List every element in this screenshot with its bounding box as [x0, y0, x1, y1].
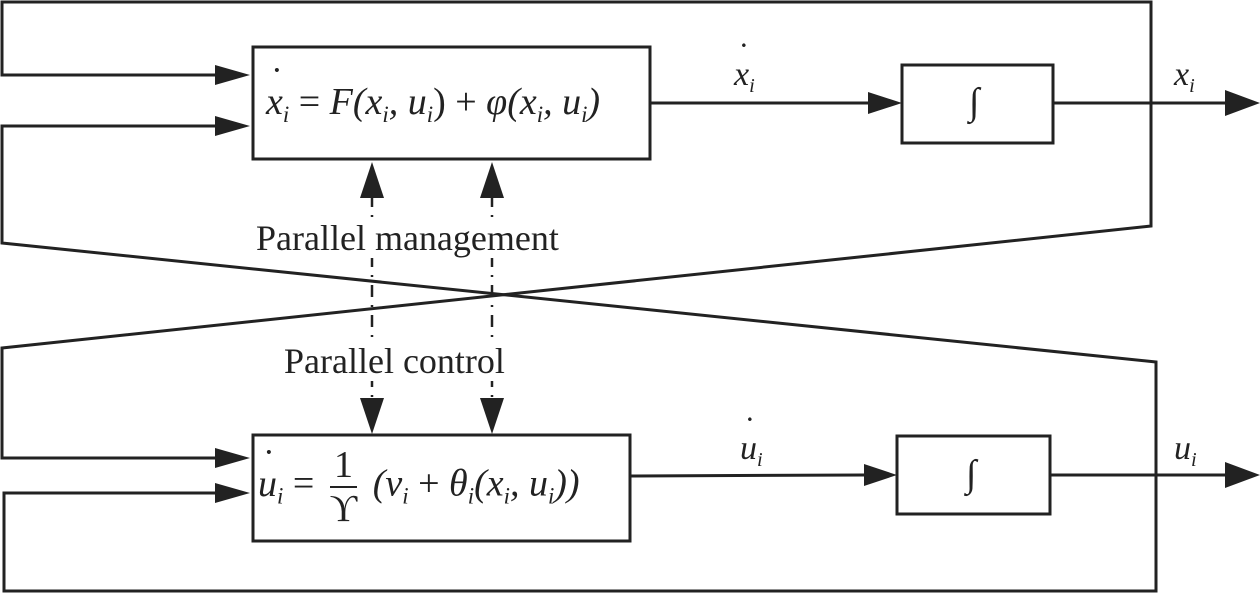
u-dot-label: ui — [740, 411, 763, 472]
state-integrator-block — [900, 63, 1055, 145]
arrowhead-x-output — [1225, 90, 1260, 116]
feedback-x-to-control-block — [0, 103, 1153, 460]
control-dynamics-equation: ui = 1ϒ (vi + θi(xi, ui)) — [258, 441, 580, 530]
u-dot-symbol: u — [258, 441, 277, 506]
feedback-u-to-state-block — [0, 124, 1158, 475]
arrowhead-top-input-1 — [215, 65, 250, 85]
feedback-x-to-state-block — [0, 0, 1153, 103]
state-dynamics-equation: xi = F(xi, ui) + φ(xi, ui) — [266, 59, 600, 128]
control-integrator-block — [895, 434, 1052, 516]
arrowhead-x-dot — [868, 92, 902, 114]
parallel-control-label: Parallel control — [284, 341, 505, 381]
control-dynamics-block — [251, 433, 632, 543]
u-output-label: ui — [1174, 430, 1197, 472]
control-integral-symbol: ∫ — [966, 453, 977, 495]
arrowhead-down-right — [480, 398, 504, 434]
u-dot-signal-line — [629, 473, 865, 478]
x-output-label: xi — [1174, 56, 1195, 98]
state-dynamics-block — [251, 45, 652, 161]
arrowhead-bottom-input-2 — [215, 483, 250, 503]
arrowhead-u-dot — [864, 464, 897, 486]
arrowhead-up-left — [360, 162, 384, 198]
arrowhead-u-output — [1225, 462, 1260, 488]
arrowhead-bottom-input-1 — [215, 448, 250, 468]
state-integral-symbol: ∫ — [969, 81, 980, 123]
arrowhead-down-left — [360, 398, 384, 434]
x-dot-symbol: x — [266, 59, 283, 124]
arrowhead-up-right — [480, 162, 504, 198]
x-dot-label: xi — [734, 37, 755, 98]
arrowhead-top-input-2 — [215, 116, 250, 136]
parallel-management-label: Parallel management — [256, 218, 559, 258]
feedback-u-to-control-block — [2, 475, 1158, 593]
